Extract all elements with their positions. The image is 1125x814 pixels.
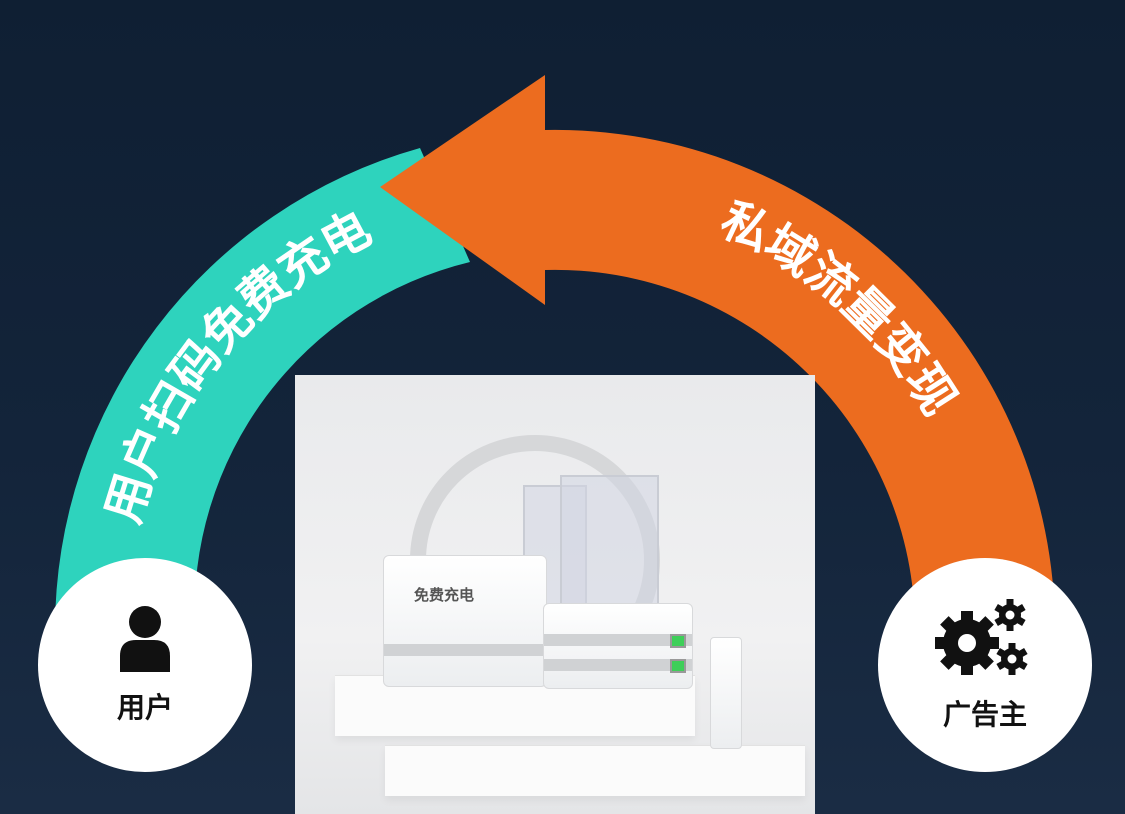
advertiser-node: 广告主 [878,558,1092,772]
cabinet-stripe [384,644,546,656]
user-node: 用户 [38,558,252,772]
status-led [670,634,686,648]
box-label: 免费充电 [414,586,475,604]
user-icon [120,606,170,672]
power-bank [710,637,742,749]
orange-arc-arrow [380,75,1055,630]
teal-arc [54,148,471,630]
status-led [670,659,686,673]
display-step [385,745,805,796]
advertiser-label: 广告主 [942,698,1027,731]
user-label: 用户 [116,691,173,724]
product-photo: 免费充电 [295,375,815,814]
gears-icon [935,599,1028,675]
cabinet-stripe [544,659,692,671]
charging-cabinet-large: 免费充电 [383,555,547,687]
cabinet-stripe [544,634,692,646]
charging-cabinet-small [543,603,693,689]
